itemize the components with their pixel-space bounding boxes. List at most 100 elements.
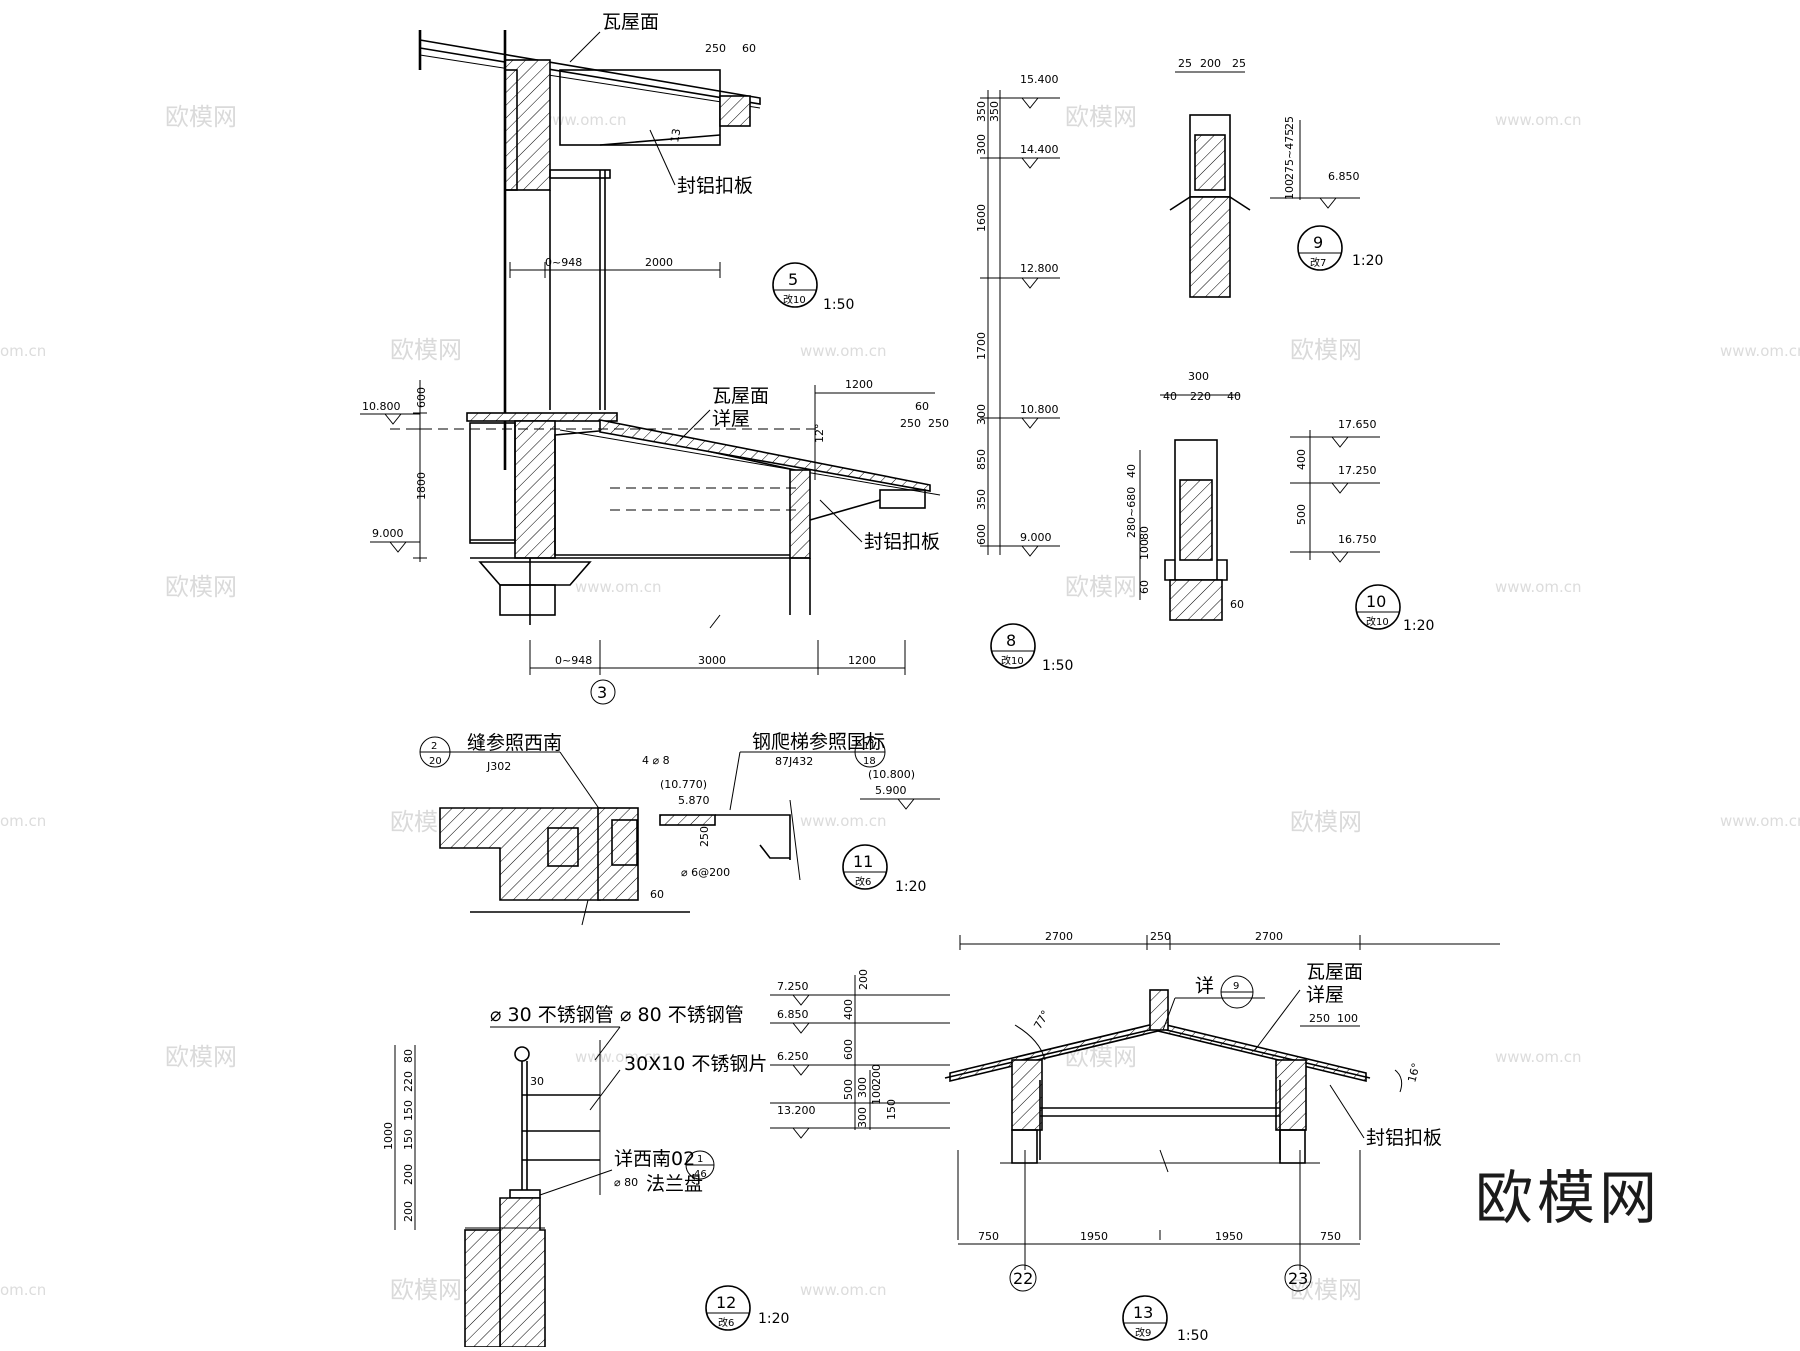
dim-text: 3000: [698, 654, 726, 667]
dim-text: 250: [1150, 930, 1171, 943]
dim-text: 60: [915, 400, 929, 413]
dim-text: 150: [402, 1129, 415, 1150]
elevation-mark: [1331, 482, 1349, 494]
elevation-text: 13.200: [777, 1104, 816, 1117]
dim-text: 2700: [1045, 930, 1073, 943]
roof-line: [559, 429, 941, 496]
leader-line: [1329, 1084, 1365, 1139]
wall: [1189, 196, 1231, 298]
leader-line: [1254, 989, 1301, 1051]
dim-text: 220: [402, 1071, 415, 1092]
detail-13-section: 2700 250 2700 77° 16° 详 9 瓦屋面 详屋 250 100: [944, 930, 1500, 1344]
break-mark: [1159, 1149, 1169, 1173]
ref-num: 11: [863, 741, 876, 752]
watermark-url: www.om.cn: [540, 111, 627, 129]
beam: [597, 807, 639, 901]
detail-number: 5: [788, 270, 798, 289]
dim-text: 250: [928, 417, 949, 430]
dim-text: 150: [402, 1100, 415, 1121]
dim-text: 60: [1138, 580, 1151, 594]
dim-text: 600: [842, 1039, 855, 1060]
elevation-mark: [1021, 545, 1039, 557]
elevation-text: 10.800: [1020, 403, 1059, 416]
detail-sub: 改7: [1310, 256, 1326, 269]
elevation-text: 9.000: [372, 527, 404, 540]
dim-text: 1950: [1215, 1230, 1243, 1243]
dim-text: 200: [857, 969, 870, 990]
leader-line: [559, 751, 601, 811]
leader-line: [539, 1169, 613, 1196]
dim-text: 1600: [975, 204, 988, 232]
detail-bubble: [705, 1285, 751, 1331]
dim-text: 100: [1283, 179, 1296, 200]
detail-sub: 改10: [783, 293, 806, 306]
parapet-core: [1194, 134, 1226, 191]
elevation-mark: [792, 1064, 810, 1076]
watermark-url: www.om.cn: [1720, 812, 1800, 830]
concrete-column: [514, 420, 556, 559]
wall-void: [469, 422, 516, 544]
watermark-layer: 欧模网 www.om.cn 欧模网 www.om.cn om.cn 欧模网 ww…: [0, 103, 1800, 1304]
ledge: [659, 814, 716, 826]
dim-text: 150: [885, 1099, 898, 1120]
dim-text: 200: [402, 1164, 415, 1185]
lintel: [549, 169, 611, 179]
dim-text: 1200: [848, 654, 876, 667]
dim-text: 750: [1320, 1230, 1341, 1243]
dim-text: 350: [988, 101, 1001, 122]
dim-text: 500: [842, 1079, 855, 1100]
break-mark: [581, 899, 589, 926]
ref-label: 缝参照西南: [467, 732, 562, 754]
detail-sub: 改6: [855, 875, 871, 888]
roof-slab-top: [419, 39, 761, 105]
angle-arc: [1014, 1024, 1046, 1061]
column-base: [1279, 1129, 1306, 1164]
detail-scale: 1:50: [1042, 658, 1073, 674]
flange-pipe: ⌀ 80: [614, 1176, 638, 1189]
detail-bubble: [772, 262, 818, 308]
axis-label: 23: [1288, 1269, 1308, 1288]
elevation-text: 5.900: [875, 784, 907, 797]
elevation-mark: [1021, 417, 1039, 429]
watermark: 欧模网: [1065, 573, 1137, 601]
watermark: 欧模网: [165, 573, 237, 601]
ref-sub: 46: [694, 1169, 707, 1180]
dim-text: 12°: [813, 424, 826, 444]
detail-number: 11: [853, 852, 873, 871]
step: [1217, 559, 1228, 581]
dim-text: 200: [870, 1064, 883, 1085]
watermark: 欧模网: [165, 103, 237, 131]
watermark-url: om.cn: [0, 342, 46, 360]
flange-label: 法兰盘: [646, 1173, 703, 1195]
ridge: [1149, 989, 1169, 1031]
dim-text: 750: [978, 1230, 999, 1243]
elevation-text: 16.750: [1338, 533, 1377, 546]
leader-line: [649, 129, 676, 186]
detail-scale: 1:50: [1177, 1328, 1208, 1344]
elevation-mark: [897, 798, 915, 810]
elevation-mark: [792, 1127, 810, 1139]
dim-text: 300: [856, 1107, 869, 1128]
detail-sub: 改6: [718, 1316, 734, 1329]
break-mark: [709, 614, 721, 629]
soffit-line: [809, 499, 881, 521]
detail-sub: 改9: [1135, 1326, 1151, 1339]
axis-label: 22: [1013, 1269, 1033, 1288]
dim-text: 40: [1125, 464, 1138, 478]
dim-text: 60: [650, 888, 664, 901]
leader-line: [819, 499, 863, 543]
watermark-url: www.om.cn: [1720, 342, 1800, 360]
ref-label: 详西南02: [614, 1148, 695, 1170]
dim-text: 100: [1337, 1012, 1358, 1025]
dim-text: 100: [870, 1084, 883, 1105]
rebar-text: ⌀ 6@200: [681, 866, 730, 879]
dim-text: 600: [975, 524, 988, 545]
elevation-mark: [384, 413, 402, 425]
watermark-url: om.cn: [0, 1281, 46, 1299]
dim-text: 300: [1188, 370, 1209, 383]
step: [1164, 559, 1175, 581]
leader-line: [729, 751, 741, 811]
elevation-mark: [792, 994, 810, 1006]
dim-text: 280~680: [1125, 487, 1138, 538]
dim-text: 250: [1309, 1012, 1330, 1025]
